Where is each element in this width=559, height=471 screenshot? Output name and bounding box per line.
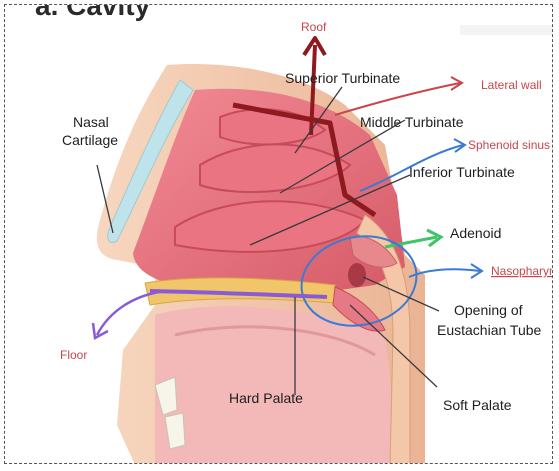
nasal-label: Nasal [73,114,109,130]
inferior-turbinate-label: Inferior Turbinate [409,164,515,180]
sphenoid-sinus-label: Sphenoid sinus [468,138,550,152]
floor-label: Floor [60,348,87,362]
eustachian-tube-label: Eustachian Tube [437,322,542,338]
cartilage-label: Cartilage [62,132,118,148]
eustachian-opening-shape [348,263,366,287]
roof-label: Roof [301,20,327,34]
diagram-frame: a. Cavity Roof [4,4,553,464]
hard-palate-label: Hard Palate [229,390,303,406]
lateral-wall-label: Lateral wall [481,78,542,92]
middle-turbinate-label: Middle Turbinate [360,114,464,130]
opening-of-label: Opening of [454,302,523,318]
heading-fragment: a. Cavity [35,5,151,21]
nasopharynx-label: Nasopharynx [491,264,553,278]
soft-palate-label: Soft Palate [443,397,512,413]
adenoid-label: Adenoid [450,225,501,241]
superior-turbinate-label: Superior Turbinate [285,70,400,86]
nasal-cavity-diagram: a. Cavity Roof [5,5,553,464]
